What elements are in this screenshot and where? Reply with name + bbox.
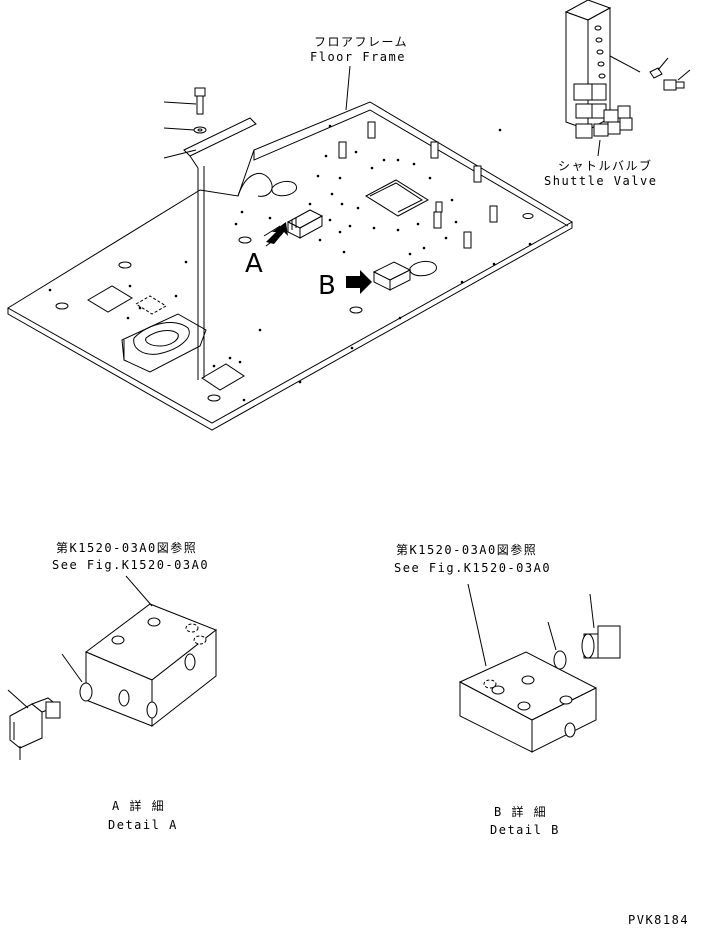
ref-a-label-en: See Fig.K1520-03A0 (52, 558, 209, 572)
detail-b-block (458, 651, 598, 753)
drawing-code: PVK8184 (628, 913, 689, 927)
leader-shuttle-valve (597, 139, 601, 157)
view-a-marker: A (245, 249, 263, 279)
valve-block-b (372, 261, 412, 291)
ref-b-label-en: See Fig.K1520-03A0 (394, 561, 551, 575)
detail-b-title-jp: B 詳 細 (494, 804, 547, 819)
ref-b-label-jp: 第K1520-03A0図参照 (396, 542, 537, 557)
valve-block-a (286, 209, 324, 239)
small-holes (48, 124, 532, 402)
mounting-holes (55, 213, 534, 402)
detail-a-title-jp: A 詳 細 (112, 798, 165, 813)
detail-a-oring (61, 653, 93, 702)
shuttle-valve-assembly (564, 0, 691, 139)
shuttle-valve-label-jp: シャトルバルブ (558, 158, 653, 173)
studs (338, 121, 498, 249)
arrow-a (263, 222, 288, 247)
floor-frame-label-en: Floor Frame (310, 50, 406, 64)
bracket-bolt (193, 87, 207, 134)
detail-a-elbow-fitting (7, 689, 61, 760)
detail-b-title-en: Detail B (490, 823, 560, 837)
shuttle-valve-label-en: Shuttle Valve (544, 174, 657, 188)
floor-frame-plate (7, 87, 574, 431)
floor-frame-label-jp: フロアフレーム (314, 35, 408, 49)
leader-washer (163, 127, 195, 131)
leader-bolt (163, 101, 197, 105)
detail-b-plug-fitting (581, 593, 621, 659)
arrow-b (346, 270, 372, 294)
detail-a-block (85, 603, 217, 728)
leader-ref-a (125, 575, 153, 607)
ref-a-label-jp: 第K1520-03A0図参照 (56, 540, 197, 555)
detail-b-oring (547, 621, 567, 670)
leader-floor-frame (345, 65, 351, 111)
detail-a-title-en: Detail A (108, 818, 178, 832)
leader-ref-b (467, 583, 487, 667)
pedestal (121, 313, 207, 373)
leader-strap (163, 149, 197, 159)
view-b-marker: B (318, 271, 336, 301)
